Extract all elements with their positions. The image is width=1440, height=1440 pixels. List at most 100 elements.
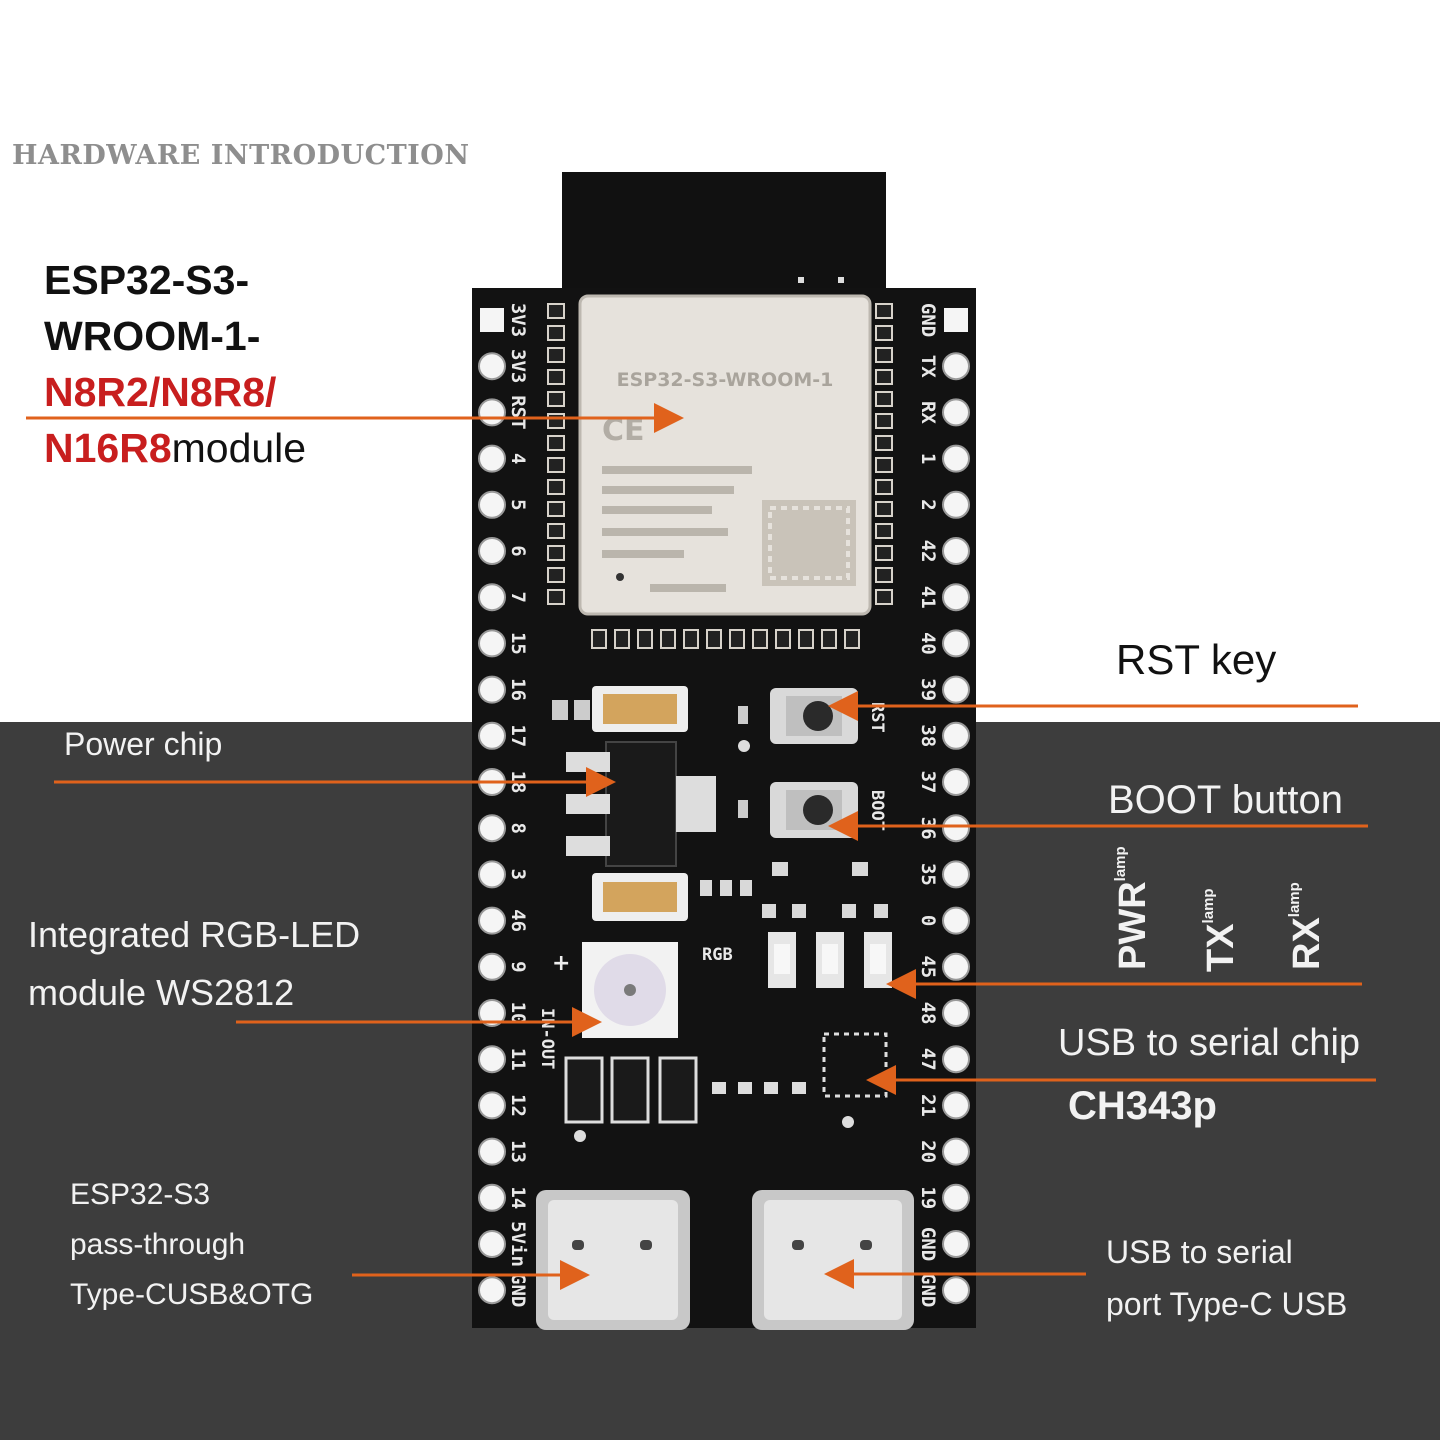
module-pad: [875, 369, 893, 385]
module-chip-label: ESP32-S3-WROOM-1: [617, 369, 834, 391]
pin-label-left: GND: [507, 1273, 529, 1307]
rgb-led-label-line1: Integrated RGB-LED: [28, 914, 361, 955]
header-pin-hole: [478, 398, 506, 427]
header-pin-hole: [942, 1276, 970, 1305]
module-pad: [547, 413, 565, 429]
header-pin-hole: [942, 444, 970, 473]
usb-serial-chip-label: USB to serial chip: [1058, 1022, 1361, 1064]
pin-label-left: 17: [507, 724, 529, 747]
pin-label-right: 21: [917, 1094, 939, 1117]
pin-label-left: 9: [507, 961, 529, 972]
module-pad: [875, 501, 893, 517]
pin-label-right: 20: [917, 1140, 939, 1163]
module-word: module: [171, 425, 307, 471]
pin-label-left: 3V3: [507, 349, 529, 383]
module-pad: [547, 391, 565, 407]
svg-text:+: +: [552, 951, 570, 976]
module-pad: [775, 629, 791, 649]
pin-label-left: 6: [507, 545, 529, 556]
header-pin-hole: [942, 721, 970, 750]
pwr-lamp-label: PWRlamp: [1112, 846, 1155, 970]
tx-lamp-label: TXlamp: [1200, 888, 1243, 972]
header-pin-hole: [942, 1137, 970, 1166]
module-pad: [591, 629, 607, 649]
header-pin-hole: [478, 999, 506, 1027]
module-pad: [798, 629, 814, 649]
header-pin-hole: [478, 583, 506, 612]
power-chip-label: Power chip: [64, 726, 223, 762]
module-pad: [547, 325, 565, 341]
module-label-line3: N8R2/N8R8/: [44, 369, 277, 415]
pwr-lamp-suffix: lamp: [1112, 846, 1129, 882]
rst-key: [770, 688, 858, 744]
pin-label-right: 42: [917, 540, 939, 563]
module-label-line4: N16R8module: [44, 420, 306, 476]
module-pad: [547, 545, 565, 561]
header-pin-hole: [478, 352, 506, 381]
header-pin-hole: [942, 906, 970, 935]
pin-label-left: 46: [507, 909, 529, 932]
svg-text:CE: CE: [602, 413, 645, 448]
module-pad: [706, 629, 722, 649]
header-pin-hole: [478, 1183, 506, 1212]
rgb-led-ws2812: +: [552, 942, 678, 1038]
pin-label-right: GND: [917, 1273, 939, 1307]
pin-label-right: 47: [917, 1048, 939, 1071]
rx-lamp-name: RX: [1286, 917, 1328, 970]
pin-label-left: 5: [507, 499, 529, 510]
header-pin-hole: [942, 952, 970, 981]
module-pad: [875, 545, 893, 561]
boot-mark: BOOT: [867, 790, 887, 831]
pin-label-right: 2: [917, 499, 939, 510]
module-pad: [547, 479, 565, 495]
header-pin-hole: [942, 814, 970, 843]
pin-label-left: 18: [507, 771, 529, 794]
pin-label-right: 40: [917, 632, 939, 655]
module-pad: [683, 629, 699, 649]
rst-key-label: RST key: [1116, 636, 1277, 683]
module-pad: [547, 567, 565, 583]
header-pin-hole: [942, 768, 970, 796]
module-pad: [875, 435, 893, 451]
header-pin-hole: [478, 768, 506, 796]
pin-label-left: 14: [507, 1186, 529, 1209]
usb-port-label-line2: port Type-C USB: [1106, 1286, 1348, 1322]
module-pad: [547, 435, 565, 451]
header-pin-hole: [480, 308, 504, 332]
header-pin-hole: [942, 398, 970, 427]
module-label: ESP32-S3- WROOM-1- N8R2/N8R8/ N16R8modul…: [44, 252, 306, 476]
module-pad: [752, 629, 768, 649]
module-pad: [875, 479, 893, 495]
header-pin-hole: [942, 1091, 970, 1120]
header-pin-hole: [942, 352, 970, 381]
module-pad: [547, 457, 565, 473]
pin-label-right: GND: [917, 1227, 939, 1261]
pin-label-right: 36: [917, 817, 939, 840]
pwr-lamp-name: PWR: [1112, 881, 1154, 970]
passthrough-label: ESP32-S3 pass-through Type-CUSB&OTG: [70, 1170, 313, 1320]
pin-label-left: 8: [507, 822, 529, 833]
pin-label-right: 37: [917, 771, 939, 794]
pin-label-left: 10: [507, 1002, 529, 1025]
in-out-mark: IN-OUT: [537, 1008, 557, 1069]
header-pin-hole: [942, 1045, 970, 1074]
pin-label-right: TX: [917, 355, 939, 378]
module-label-line2: WROOM-1-: [44, 313, 261, 359]
pin-label-right: 41: [917, 586, 939, 609]
header-pin-hole: [478, 1045, 506, 1074]
rx-lamp-suffix: lamp: [1286, 882, 1303, 918]
pin-label-right: 39: [917, 678, 939, 701]
pin-label-left: 13: [507, 1140, 529, 1163]
header-pin-hole: [478, 629, 506, 658]
pin-label-left: RST: [507, 395, 529, 429]
passthrough-label-line1: ESP32-S3: [70, 1178, 211, 1211]
module-pad: [821, 629, 837, 649]
header-pin-hole: [942, 629, 970, 658]
pin-label-left: 4: [507, 453, 529, 464]
header-pin-hole: [942, 675, 970, 704]
module-pad: [547, 369, 565, 385]
pin-label-right: 0: [917, 915, 939, 926]
module-pad: [547, 523, 565, 539]
module-pad: [875, 347, 893, 363]
